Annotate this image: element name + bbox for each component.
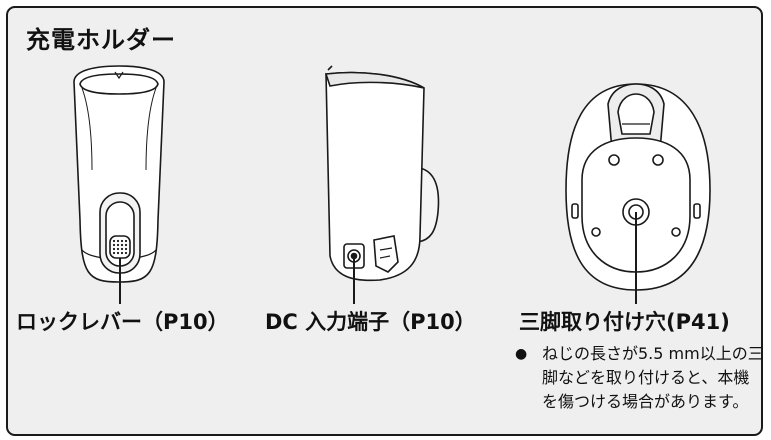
- label-tripod-hole: 三脚取り付け穴(P41): [519, 310, 730, 334]
- section-title: 充電ホルダー: [26, 26, 176, 54]
- bullet-icon: ●: [515, 346, 528, 362]
- caution-note: ● ねじの長さが5.5 mm以上の三脚などを取り付けると、本機を傷つける場合があ…: [515, 342, 765, 414]
- caution-note-text: ねじの長さが5.5 mm以上の三脚などを取り付けると、本機を傷つける場合がありま…: [542, 344, 764, 411]
- holder-bottom-view: [565, 83, 711, 291]
- lock-lever-dots: [112, 239, 128, 255]
- holder-side-view: [324, 65, 440, 282]
- holder-front-view: [73, 65, 165, 283]
- label-dc-input: DC 入力端子（P10）: [265, 310, 476, 334]
- label-lock-lever: ロックレバー（P10）: [16, 310, 229, 334]
